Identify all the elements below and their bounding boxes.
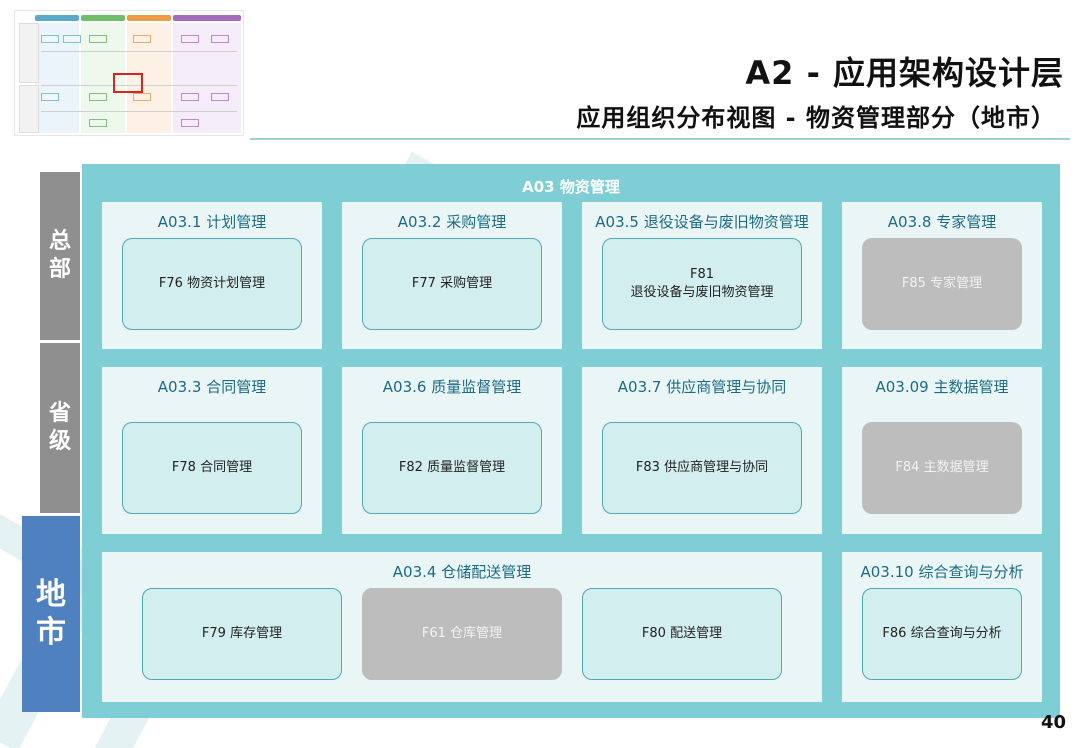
- current-section-highlight: [113, 73, 143, 93]
- domain-panel-title: A03 物资管理: [522, 178, 620, 196]
- group-title: A03.3 合同管理: [157, 378, 267, 396]
- function-box-inactive[interactable]: F84 主数据管理: [862, 422, 1022, 514]
- function-box[interactable]: F83 供应商管理与协同: [602, 422, 802, 514]
- thumb-box: [133, 35, 151, 43]
- thumb-band: [81, 15, 125, 21]
- thumb-divider: [41, 85, 237, 86]
- function-box[interactable]: F80 配送管理: [582, 588, 782, 680]
- group-query-analysis: A03.10 综合查询与分析 F86 综合查询与分析: [842, 552, 1042, 702]
- thumb-band: [35, 15, 79, 21]
- function-box[interactable]: F82 质量监督管理: [362, 422, 542, 514]
- thumb-box: [89, 119, 107, 127]
- thumb-divider: [41, 51, 237, 52]
- thumb-side: [19, 85, 39, 133]
- function-box[interactable]: F77 采购管理: [362, 238, 542, 330]
- group-expert: A03.8 专家管理 F85 专家管理: [842, 202, 1042, 349]
- thumb-box: [41, 35, 59, 43]
- group-title: A03.09 主数据管理: [875, 378, 1009, 396]
- function-box-inactive[interactable]: F61 仓库管理: [362, 588, 562, 680]
- thumb-band: [127, 15, 171, 21]
- function-box-inactive[interactable]: F85 专家管理: [862, 238, 1022, 330]
- domain-panel: A03 物资管理 A03.1 计划管理 F76 物资计划管理 A03.2 采购管…: [82, 164, 1060, 718]
- function-box[interactable]: F86 综合查询与分析: [862, 588, 1022, 680]
- level-label-province: 省级: [40, 343, 80, 513]
- group-contract: A03.3 合同管理 F78 合同管理: [102, 367, 322, 534]
- group-title: A03.1 计划管理: [157, 213, 267, 231]
- thumb-box: [89, 93, 107, 101]
- group-title: A03.7 供应商管理与协同: [617, 378, 787, 396]
- title-divider: [250, 138, 1070, 140]
- thumb-side: [19, 23, 39, 83]
- thumb-box: [211, 35, 229, 43]
- group-title: A03.4 仓储配送管理: [392, 563, 532, 581]
- group-title: A03.10 综合查询与分析: [860, 563, 1024, 581]
- thumb-box: [63, 35, 81, 43]
- group-title: A03.8 专家管理: [887, 213, 997, 231]
- group-procurement: A03.2 采购管理 F77 采购管理: [342, 202, 562, 349]
- page-title: A2 - 应用架构设计层: [745, 54, 1064, 92]
- function-box[interactable]: F79 库存管理: [142, 588, 342, 680]
- group-quality: A03.6 质量监督管理 F82 质量监督管理: [342, 367, 562, 534]
- function-box[interactable]: F81 退役设备与废旧物资管理: [602, 238, 802, 330]
- page-number: 40: [1040, 712, 1066, 733]
- thumb-band: [173, 15, 241, 21]
- group-warehouse-distribution: A03.4 仓储配送管理 F79 库存管理 F61 仓库管理 F80 配送管理: [102, 552, 822, 702]
- page-subtitle: 应用组织分布视图 - 物资管理部分（地市）: [576, 104, 1056, 132]
- function-box[interactable]: F78 合同管理: [122, 422, 302, 514]
- group-title: A03.2 采购管理: [397, 213, 507, 231]
- thumb-box: [89, 35, 107, 43]
- thumb-box: [181, 93, 199, 101]
- function-box[interactable]: F76 物资计划管理: [122, 238, 302, 330]
- level-label-city: 地市: [22, 516, 80, 712]
- thumb-box: [211, 93, 229, 101]
- group-retired-equipment: A03.5 退役设备与废旧物资管理 F81 退役设备与废旧物资管理: [582, 202, 822, 349]
- group-plan: A03.1 计划管理 F76 物资计划管理: [102, 202, 322, 349]
- group-master-data: A03.09 主数据管理 F84 主数据管理: [842, 367, 1042, 534]
- group-title: A03.5 退役设备与废旧物资管理: [595, 213, 809, 231]
- thumb-divider: [41, 111, 237, 112]
- group-title: A03.6 质量监督管理: [382, 378, 522, 396]
- thumb-box: [41, 93, 59, 101]
- thumb-box: [133, 93, 151, 101]
- thumb-box: [181, 119, 199, 127]
- level-label-hq: 总部: [40, 172, 80, 340]
- thumb-box: [181, 35, 199, 43]
- group-supplier: A03.7 供应商管理与协同 F83 供应商管理与协同: [582, 367, 822, 534]
- overview-thumbnail: [14, 10, 244, 136]
